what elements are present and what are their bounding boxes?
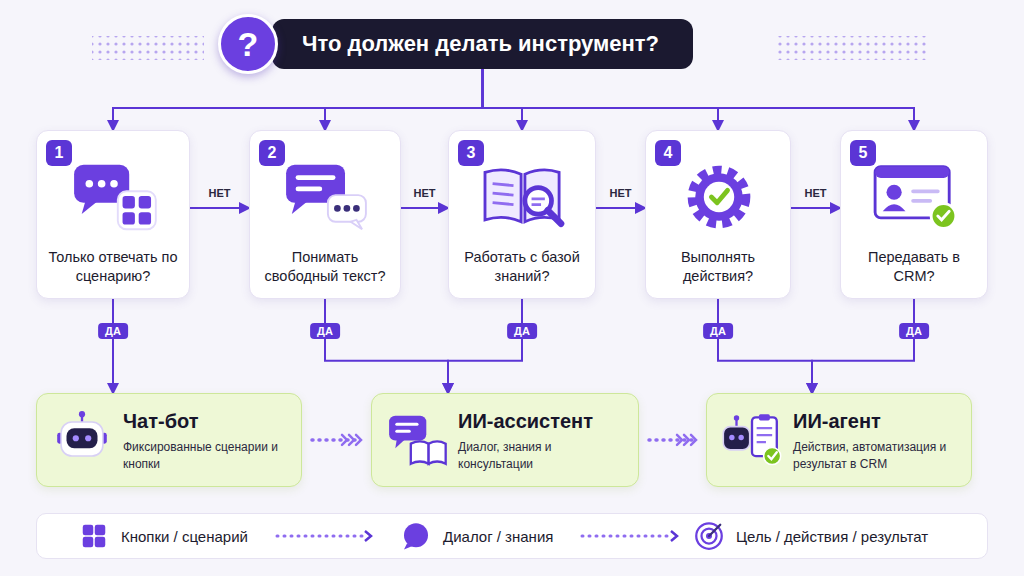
connector	[718, 299, 812, 393]
connector	[483, 69, 914, 130]
question-box: 2Понимать свободный текст?	[249, 130, 401, 299]
node-icon	[867, 159, 963, 235]
result-text: Действия, автоматизация и результат в CR…	[793, 439, 961, 474]
connector	[401, 207, 448, 209]
progress-arrow	[312, 438, 361, 442]
yes-label: ДА	[899, 323, 929, 339]
question-box: 3Работать с базой знаний?	[448, 130, 596, 299]
title-banner: ?Что должен делать инструмент?	[218, 14, 693, 74]
legend-text: Кнопки / сценарий	[121, 528, 248, 545]
connector	[325, 69, 483, 130]
question-text: Передавать в CRM?	[841, 248, 987, 298]
legend-icon	[401, 521, 431, 551]
result-box: Чат-ботФиксированные сценарии и кнопки	[36, 393, 302, 487]
legend-text: Цель / действия / результат	[736, 528, 928, 545]
connector	[483, 69, 718, 130]
yes-label: ДА	[703, 323, 733, 339]
connector	[113, 69, 483, 130]
result-box: ИИ-агентДействия, автоматизация и резуль…	[706, 393, 972, 487]
result-title: Чат-бот	[123, 410, 291, 433]
yes-label: ДА	[310, 323, 340, 339]
no-label: НЕТ	[802, 187, 830, 199]
connector	[812, 299, 914, 393]
connector	[596, 207, 645, 209]
title-text: Что должен делать инструмент?	[272, 19, 693, 69]
result-text: Фиксированные сценарии и кнопки	[123, 439, 291, 474]
node-icon	[721, 408, 783, 470]
legend-item: Диалог / знания	[401, 514, 553, 558]
step-number: 5	[850, 140, 876, 166]
result-box: ИИ-ассистентДиалог, знания и консультаци…	[371, 393, 639, 487]
node-icon	[671, 159, 767, 235]
connector	[112, 299, 114, 393]
question-text: Работать с базой знаний?	[449, 248, 595, 298]
node-icon	[66, 159, 162, 235]
node-icon	[386, 408, 448, 470]
connector	[448, 299, 522, 393]
legend-icon	[694, 521, 724, 551]
step-number: 4	[655, 140, 681, 166]
question-box: 4Выполнять действия?	[645, 130, 791, 299]
question-icon: ?	[218, 14, 278, 74]
result-text: Диалог, знания и консультации	[458, 439, 628, 474]
legend-item: Цель / действия / результат	[694, 514, 928, 558]
step-number: 3	[458, 140, 484, 166]
question-text: Понимать свободный текст?	[250, 248, 400, 298]
no-label: НЕТ	[206, 187, 234, 199]
yes-label: ДА	[507, 323, 537, 339]
connector	[483, 69, 522, 130]
result-title: ИИ-ассистент	[458, 410, 628, 433]
connector	[325, 299, 448, 393]
question-text: Только отвечать по сценарию?	[37, 248, 189, 298]
legend-band: Кнопки / сценарий Диалог / знания Цель / д…	[36, 513, 988, 559]
no-label: НЕТ	[607, 187, 635, 199]
question-text: Выполнять действия?	[646, 248, 790, 298]
legend-item: Кнопки / сценарий	[79, 514, 248, 558]
step-number: 1	[46, 140, 72, 166]
yes-label: ДА	[98, 323, 128, 339]
question-box: 5Передавать в CRM?	[840, 130, 988, 299]
legend-icon	[79, 521, 109, 551]
legend-text: Диалог / знания	[443, 528, 553, 545]
progress-arrow	[649, 438, 696, 442]
connector	[190, 207, 249, 209]
dot-grid	[776, 36, 928, 60]
connector	[791, 207, 840, 209]
dot-grid	[92, 36, 204, 60]
node-icon	[475, 159, 571, 235]
step-number: 2	[259, 140, 285, 166]
no-label: НЕТ	[411, 187, 439, 199]
node-icon	[278, 159, 374, 235]
question-box: 1Только отвечать по сценарию?	[36, 130, 190, 299]
node-icon	[51, 408, 113, 470]
result-title: ИИ-агент	[793, 410, 961, 433]
